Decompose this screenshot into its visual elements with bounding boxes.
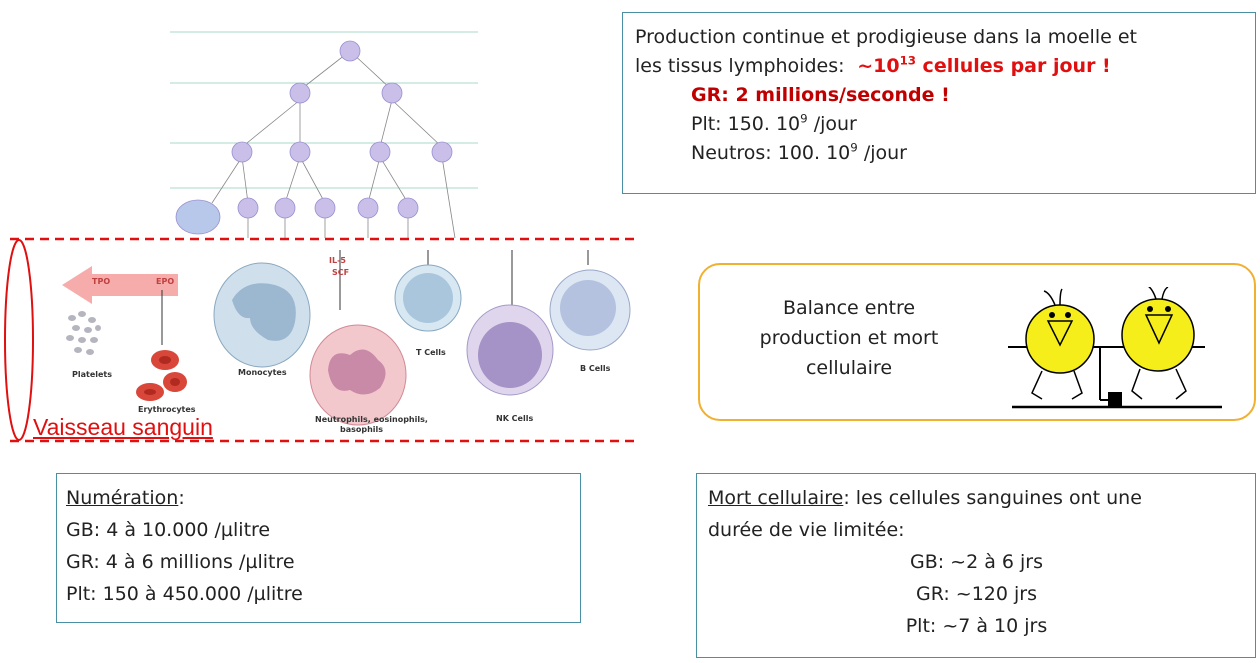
production-box: Production continue et prodigieuse dans … — [622, 12, 1256, 194]
tpo-label: TPO — [92, 277, 111, 286]
production-line1: Production continue et prodigieuse dans … — [635, 26, 1137, 48]
balance-box: Balance entre production et mort cellula… — [698, 263, 1256, 421]
balance-line1: Balance entre — [782, 297, 916, 319]
numeration-gr: GR: 4 à 6 millions /µlitre — [66, 551, 295, 573]
neutros-rate: Neutros: 100. 109 /jour — [691, 140, 907, 164]
numeration-gb: GB: 4 à 10.000 /µlitre — [66, 519, 271, 541]
balancing-chicks-illustration — [1008, 287, 1222, 409]
numeration-plt: Plt: 150 à 450.000 /µlitre — [66, 583, 303, 605]
balance-line2: production et mort — [759, 327, 939, 349]
hematopoiesis-tree-diagram — [170, 31, 478, 239]
tcells-label: T Cells — [416, 348, 446, 357]
nkcells-label: NK Cells — [496, 414, 534, 423]
monocytes-label: Monocytes — [238, 368, 287, 377]
numeration-box: Numération: GB: 4 à 10.000 /µlitre GR: 4… — [56, 473, 581, 623]
blood-vessel-diagram — [4, 237, 640, 443]
mort-plt: Plt: ~7 à 10 jrs — [905, 615, 1048, 637]
mort-line2: durée de vie limitée: — [708, 519, 905, 541]
scf-label: SCF — [332, 268, 350, 277]
bcells-label: B Cells — [580, 364, 611, 373]
production-line2: les tissus lymphoides: ~1013 cellules pa… — [635, 53, 1111, 77]
neutrophils-label-line1: Neutrophils, eosinophils, — [315, 415, 428, 424]
plt-rate: Plt: 150. 109 /jour — [691, 111, 857, 135]
balance-line3: cellulaire — [805, 357, 893, 379]
gr-rate: GR: 2 millions/seconde ! — [691, 84, 950, 106]
numeration-title: Numération: — [66, 487, 185, 509]
vessel-label: Vaisseau sanguin — [33, 414, 213, 440]
mort-line1: Mort cellulaire: les cellules sanguines … — [708, 487, 1142, 509]
il5-label: IL-5 — [329, 256, 346, 265]
cells-per-day: ~1013 cellules par jour ! — [857, 53, 1111, 77]
mort-gr: GR: ~120 jrs — [916, 583, 1037, 605]
epo-label: EPO — [156, 277, 175, 286]
erythrocytes-label: Erythrocytes — [138, 405, 196, 414]
neutrophils-label-line2: basophils — [340, 425, 384, 434]
mort-gb: GB: ~2 à 6 jrs — [909, 551, 1044, 573]
mort-cellulaire-box: Mort cellulaire: les cellules sanguines … — [696, 473, 1256, 658]
platelets-label: Platelets — [72, 370, 113, 379]
